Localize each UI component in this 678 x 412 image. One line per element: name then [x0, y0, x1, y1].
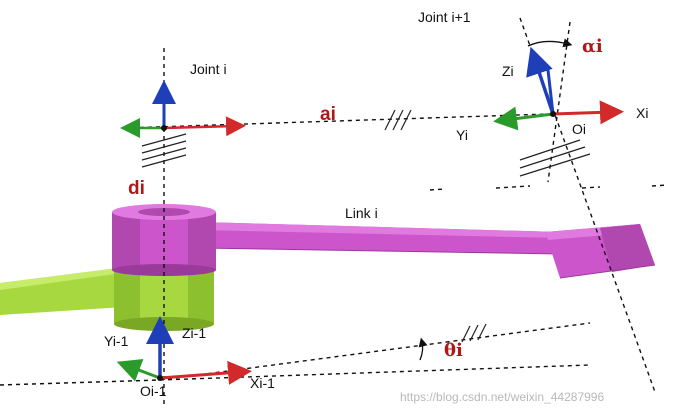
- label-x-i-1: Xi-1: [250, 375, 275, 391]
- alpha-angle-arc: [527, 38, 573, 48]
- z-i-arrow: [526, 46, 555, 115]
- hatch-alpha: [519, 139, 591, 177]
- y-i-1-arrow: [116, 358, 161, 382]
- z-i-arrow-shadow: [546, 69, 555, 115]
- gap-dash-2: [495, 185, 531, 189]
- frame-i: [493, 46, 624, 131]
- x-i-arrow: [552, 100, 624, 125]
- gap-dash-1: [429, 188, 446, 191]
- theta-angle-arc: [418, 337, 428, 361]
- label-link-i: Link i: [345, 205, 378, 221]
- label-x-i: Xi: [636, 105, 648, 121]
- label-joint-i1: Joint i+1: [418, 9, 471, 25]
- frame-i-1: [116, 316, 252, 385]
- label-a-i: ai: [320, 104, 336, 125]
- label-o-i: Oi: [572, 121, 586, 137]
- common-normal-line: [123, 111, 611, 129]
- theta-reference-line: [159, 322, 591, 381]
- label-o-i-1: Oi-1: [140, 383, 167, 399]
- y-i-arrow: [493, 106, 554, 131]
- label-z-i-1: Zi-1: [182, 325, 206, 341]
- link-i-end-block: [545, 224, 656, 279]
- x-axis-upper-arrow: [163, 116, 246, 137]
- base-line-left: [0, 379, 161, 386]
- label-y-i-1: Yi-1: [104, 333, 129, 349]
- label-joint-i: Joint i: [190, 61, 227, 77]
- hatch-di: [141, 133, 187, 168]
- hatch-theta: [461, 323, 487, 343]
- label-d-i: di: [128, 178, 145, 199]
- frame-upper-joint-i: [120, 80, 246, 138]
- x-i-1-arrow: [159, 360, 252, 385]
- label-alpha-i: αi: [582, 36, 603, 57]
- label-z-i: Zi: [502, 63, 514, 79]
- alpha-reference-line: [547, 21, 571, 183]
- label-theta-i: θi: [444, 340, 463, 361]
- watermark-text: https://blog.csdn.net/weixin_44287996: [400, 390, 604, 404]
- gap-dash-3: [581, 186, 601, 189]
- gap-dash-4: [651, 184, 669, 187]
- hatch-ai: [384, 109, 412, 131]
- label-y-i: Yi: [456, 127, 468, 143]
- link-i-bar: [199, 222, 561, 255]
